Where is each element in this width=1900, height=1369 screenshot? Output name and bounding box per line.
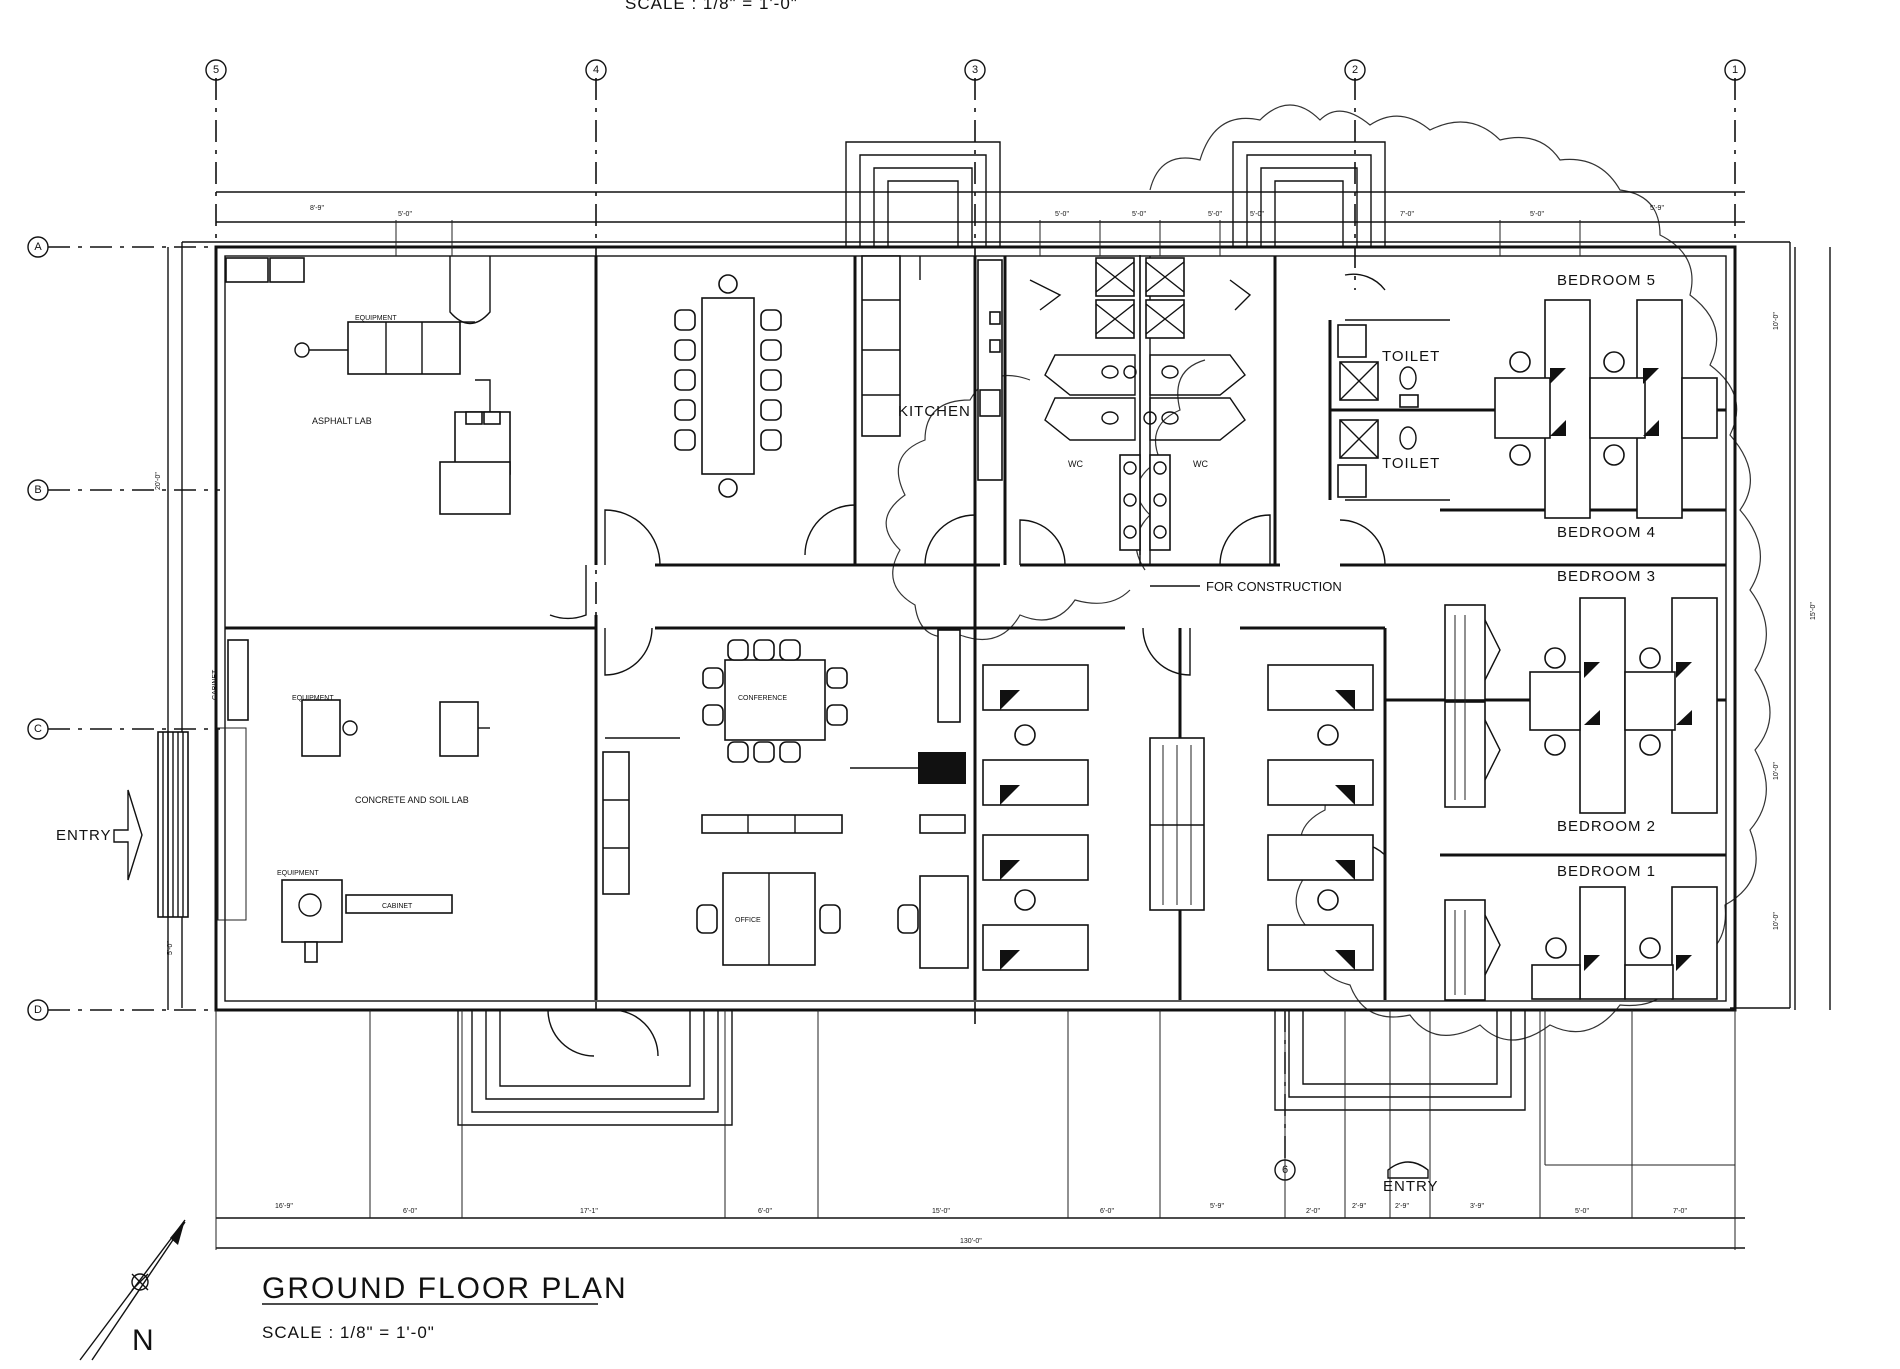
dim-top-6: 5'-0"	[1250, 211, 1264, 218]
dim-top-3: 5'-0"	[1055, 211, 1069, 218]
dim-top-5: 5'-0"	[1208, 211, 1222, 218]
concrete-lab-furniture	[227, 639, 490, 963]
label-cabinet-2: CABINET	[382, 903, 413, 910]
label-equipment-2: EQUIPMENT	[292, 695, 334, 702]
drawing-title: GROUND FLOOR PLAN	[262, 1272, 628, 1305]
grid-label-col-5: 5	[213, 64, 219, 76]
grid-label-col-2: 2	[1352, 64, 1358, 76]
label-for-construction: FOR CONSTRUCTION	[1206, 579, 1342, 594]
dim-right-1: 10'-0"	[1773, 312, 1780, 330]
label-concrete-lab: CONCRETE AND SOIL LAB	[355, 795, 469, 805]
dim-overall: 130'-0"	[960, 1238, 982, 1245]
bedroom-3-2-furniture	[1444, 597, 1718, 814]
label-toilet-1: TOILET	[1382, 348, 1440, 365]
label-equipment-1: EQUIPMENT	[355, 315, 397, 322]
north-label: N	[132, 1324, 154, 1357]
dim-left-2: 5'-0"	[167, 941, 174, 955]
top-scale-text: SCALE : 1/8" = 1'-0"	[625, 0, 798, 13]
dim-top-9: 5'-9"	[1650, 205, 1664, 212]
dim-left-1: 20'-0"	[155, 472, 162, 490]
grid-label-col-1: 1	[1732, 64, 1738, 76]
dim-top-8: 5'-0"	[1530, 211, 1544, 218]
bedroom-1-furniture	[1444, 886, 1718, 1001]
label-equipment-3: EQUIPMENT	[277, 870, 319, 877]
room-labels: ASPHALT LAB CONCRETE AND SOIL LAB KITCHE…	[56, 272, 1656, 1195]
title-block: GROUND FLOOR PLAN SCALE : 1/8" = 1'-0"	[262, 1272, 628, 1342]
label-bedroom-3: BEDROOM 3	[1557, 568, 1656, 585]
drawing-scale: SCALE : 1/8" = 1'-0"	[262, 1323, 435, 1342]
conference-room-table	[674, 274, 782, 498]
grid-bubbles: 5 4 3 2 1 A B C D 6	[27, 59, 1746, 1181]
grid-label-row-a: A	[34, 241, 42, 253]
dim-bottom-1: 16'-9"	[275, 1203, 293, 1210]
dim-bottom-8: 2'-0"	[1306, 1208, 1320, 1215]
label-entry-main: ENTRY	[56, 827, 112, 844]
dim-bottom-12: 5'-0"	[1575, 1208, 1589, 1215]
label-conference: CONFERENCE	[738, 695, 787, 702]
door-swings	[547, 273, 1386, 1057]
interior-walls	[225, 256, 1726, 1000]
dim-bottom-3: 17'-1"	[580, 1208, 598, 1215]
restroom-fixtures	[1029, 255, 1252, 555]
dim-right-4: 10'-0"	[1773, 912, 1780, 930]
dim-bottom-9: 2'-9"	[1352, 1203, 1366, 1210]
dim-bottom-7: 5'-9"	[1210, 1203, 1224, 1210]
label-asphalt-lab: ASPHALT LAB	[312, 416, 372, 426]
equipment-labels: EQUIPMENT EQUIPMENT EQUIPMENT CABINET CA…	[212, 315, 1342, 910]
dim-bottom-13: 7'-0"	[1673, 1208, 1687, 1215]
dim-top-4: 5'-0"	[1132, 211, 1146, 218]
grid-label-row-b: B	[34, 484, 41, 496]
dimension-lines: 16'-9" 6'-0" 17'-1" 6'-0" 15'-0" 6'-0" 5…	[155, 191, 1831, 1250]
dim-bottom-11: 3'-9"	[1470, 1203, 1484, 1210]
label-entry-south: ENTRY	[1383, 1178, 1439, 1195]
dim-bottom-2: 6'-0"	[403, 1208, 417, 1215]
label-bedroom-1: BEDROOM 1	[1557, 863, 1656, 880]
grid-label-row-c: C	[34, 723, 42, 735]
dim-bottom-6: 6'-0"	[1100, 1208, 1114, 1215]
office-furniture	[602, 629, 969, 969]
bedroom-5-4-furniture	[1494, 299, 1718, 519]
label-office: OFFICE	[735, 917, 761, 924]
asphalt-lab-furniture	[225, 256, 511, 515]
dim-bottom-10: 2'-9"	[1395, 1203, 1409, 1210]
north-arrow: N	[79, 1219, 186, 1361]
grid-label-col-3: 3	[972, 64, 978, 76]
label-bedroom-4: BEDROOM 4	[1557, 524, 1656, 541]
toilet-fixtures	[1337, 324, 1419, 498]
dim-top-1: 8'-9"	[310, 205, 324, 212]
label-kitchen: KITCHEN	[898, 403, 971, 420]
label-bedroom-2: BEDROOM 2	[1557, 818, 1656, 835]
dim-top-2: 5'-0"	[398, 211, 412, 218]
label-toilet-2: TOILET	[1382, 455, 1440, 472]
dim-right-2: 15'-0"	[1810, 602, 1817, 620]
grid-label-row-d: D	[34, 1004, 42, 1016]
bunk-room-furniture	[982, 664, 1374, 971]
label-cabinet-1: CABINET	[212, 669, 219, 700]
dim-bottom-5: 15'-0"	[932, 1208, 950, 1215]
label-wc-right: WC	[1193, 459, 1208, 469]
dim-bottom-4: 6'-0"	[758, 1208, 772, 1215]
dim-right-3: 10'-0"	[1773, 762, 1780, 780]
label-bedroom-5: BEDROOM 5	[1557, 272, 1656, 289]
label-wc-left: WC	[1068, 459, 1083, 469]
dim-top-7: 7'-0"	[1400, 211, 1414, 218]
kitchen-counters	[861, 255, 1003, 481]
grid-label-col-4: 4	[593, 64, 599, 76]
